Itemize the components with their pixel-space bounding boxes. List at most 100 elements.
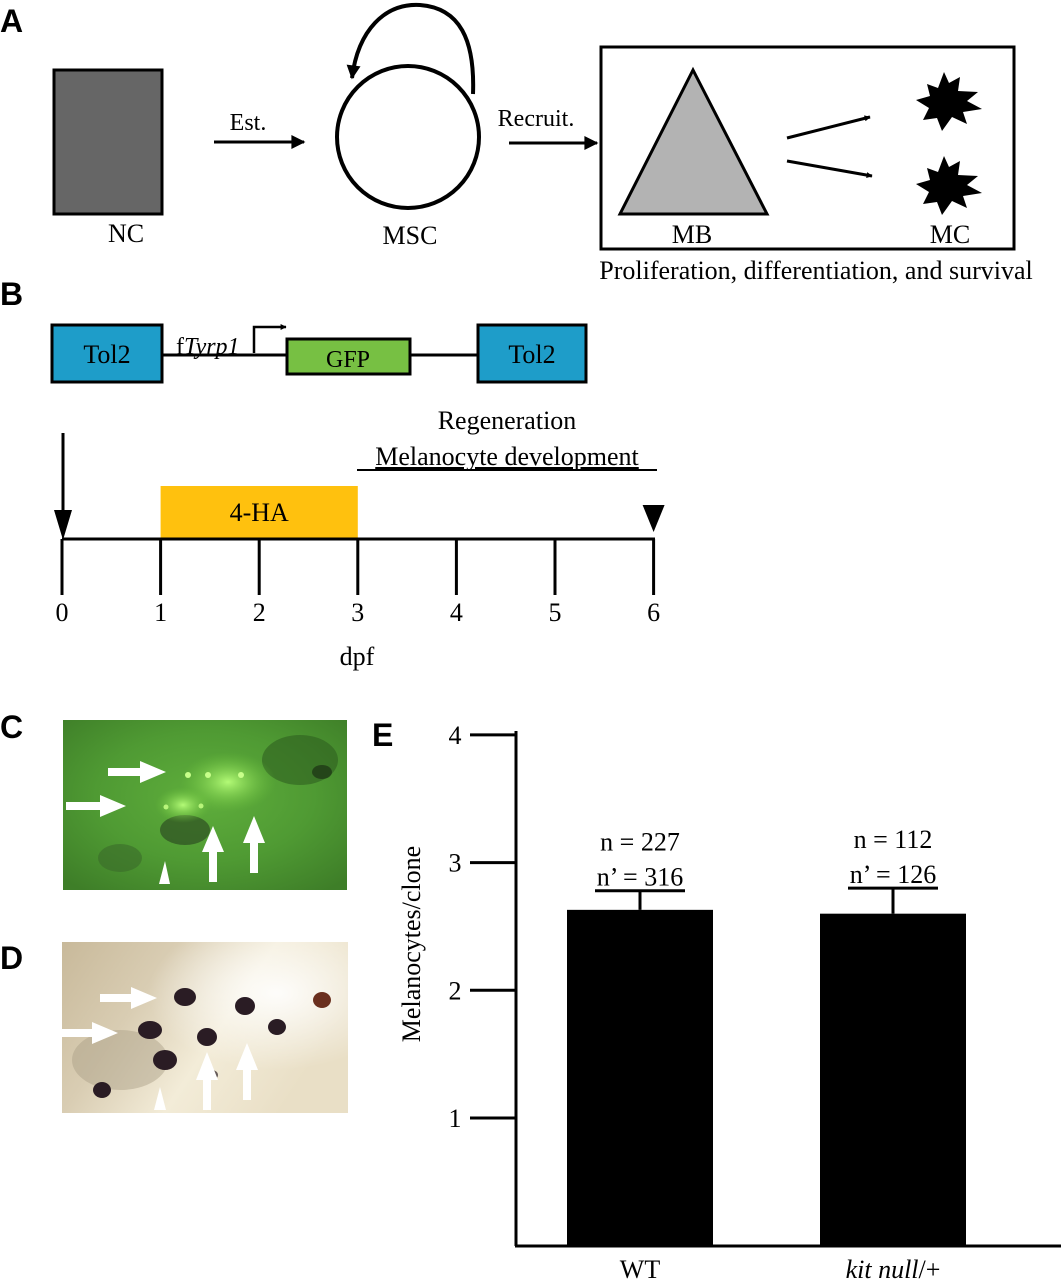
timeline-axis-label: dpf [340, 642, 375, 671]
panel-label-b: B [0, 276, 23, 312]
melanocyte [153, 1050, 177, 1070]
tol2-left-box [50, 323, 164, 384]
pigment-shadow [98, 844, 142, 872]
bar [567, 909, 713, 1246]
msc-circle [335, 64, 481, 210]
y-axis-label: Melanocytes/clone [397, 846, 426, 1042]
arrows-c [66, 761, 265, 884]
differentiation-arrow-lower [786, 159, 873, 179]
white-arrowhead [154, 1087, 166, 1110]
timeline-tick-label: 6 [647, 598, 660, 627]
n-prime-annotation: n’ = 126 [850, 860, 936, 889]
melanocyte [268, 1019, 286, 1035]
x-tick-label: WT [620, 1255, 661, 1280]
n-prime-annotation: n’ = 316 [597, 863, 683, 892]
est-label: Est. [230, 110, 267, 136]
white-arrowhead [159, 861, 170, 884]
melanocyte [93, 1082, 111, 1098]
box-caption: Proliferation, differentiation, and surv… [599, 256, 1032, 285]
tol2-right-box [476, 323, 588, 384]
treatment-label: 4-HA [230, 498, 289, 527]
timeline-ticks: 0 1 2 3 4 5 6 [56, 539, 660, 627]
gfp-box [285, 337, 412, 376]
gfp-cell [205, 772, 211, 778]
x-tick-label-italic: kit null [846, 1255, 919, 1280]
promoter-label: fTyrp1 [176, 334, 240, 360]
white-arrow [62, 1022, 118, 1044]
timeline-tick-label: 3 [351, 598, 364, 627]
n-annotation: n = 227 [600, 828, 680, 857]
x-labels: WT kit null/+ [620, 1255, 941, 1280]
differentiation-arrow-upper [786, 115, 871, 140]
promoter-arrow [252, 324, 287, 353]
gfp-cell [185, 772, 191, 778]
micrograph-brightfield [62, 942, 348, 1113]
gfp-cell [163, 804, 169, 810]
white-arrow [100, 987, 157, 1009]
nc-label: NC [108, 219, 144, 248]
melanocyte [174, 988, 196, 1006]
timeline-tick-label: 5 [549, 598, 562, 627]
nc-square [52, 68, 164, 216]
mb-triangle [617, 66, 770, 216]
development-label: Melanocyte development [375, 442, 639, 471]
panel-label-d: D [0, 940, 23, 976]
gfp-cell [238, 772, 244, 778]
mb-label: MB [672, 220, 712, 249]
pigment-spot [312, 765, 332, 779]
timeline-tick-label: 2 [253, 598, 266, 627]
panel-label-c: C [0, 709, 23, 745]
melanocyte-shape-lower [916, 156, 982, 215]
white-arrow [66, 795, 126, 817]
micrograph-fluorescence [63, 720, 347, 890]
melanocyte [138, 1021, 162, 1039]
white-arrow [243, 816, 265, 873]
y-tick-label: 3 [449, 849, 462, 878]
gfp-cell [198, 803, 204, 809]
tissue-shadow [72, 1030, 168, 1090]
melanocyte-shape-upper [916, 72, 982, 131]
y-tick-label: 2 [449, 976, 462, 1005]
y-ticks: 1 2 3 4 [449, 721, 516, 1133]
tol2-right-label: Tol2 [508, 340, 555, 369]
panel-label-e: E [372, 717, 393, 753]
maturation-box [599, 45, 1016, 251]
arrows-d [62, 987, 258, 1110]
melanocyte [197, 1028, 217, 1046]
bar [820, 913, 966, 1246]
panel-label-a: A [0, 3, 23, 39]
white-arrow [196, 1052, 218, 1110]
promoter-gene: Tyrp1 [184, 334, 240, 360]
white-arrow [202, 826, 224, 882]
treatment-bar [160, 486, 358, 538]
gfp-label: GFP [326, 347, 370, 373]
x-tick-label: kit null/+ [846, 1255, 941, 1280]
mc-label: MC [930, 220, 970, 249]
n-annotation: n = 112 [854, 825, 933, 854]
timeline-tick-label: 4 [450, 598, 463, 627]
gfp-glow [155, 787, 211, 823]
promoter-prefix: f [176, 334, 184, 360]
timeline: 4-HA 0 1 2 3 4 5 6 dpf [54, 433, 665, 671]
melanocyte [235, 997, 255, 1015]
self-renewal-arrow [346, 2, 476, 95]
pigment-shadow [160, 815, 210, 845]
timeline-tick-label: 1 [154, 598, 167, 627]
tol2-left-label: Tol2 [83, 340, 130, 369]
recruit-label: Recruit. [498, 106, 575, 132]
x-tick-label-plain: WT [620, 1255, 661, 1280]
regeneration-label: Regeneration [438, 406, 577, 435]
scoring-arrowhead [642, 505, 665, 532]
timeline-tick-label: 0 [56, 598, 69, 627]
injection-arrowhead [54, 510, 72, 540]
melanocyte [313, 992, 331, 1008]
white-arrow [108, 761, 166, 783]
white-arrow [236, 1043, 258, 1100]
y-tick-label: 4 [449, 721, 462, 750]
bars: n = 227 n’ = 316 n = 112 n’ = 126 [567, 825, 966, 1246]
y-tick-label: 1 [449, 1104, 462, 1133]
msc-label: MSC [383, 221, 438, 250]
x-tick-label-plain: /+ [919, 1255, 941, 1280]
